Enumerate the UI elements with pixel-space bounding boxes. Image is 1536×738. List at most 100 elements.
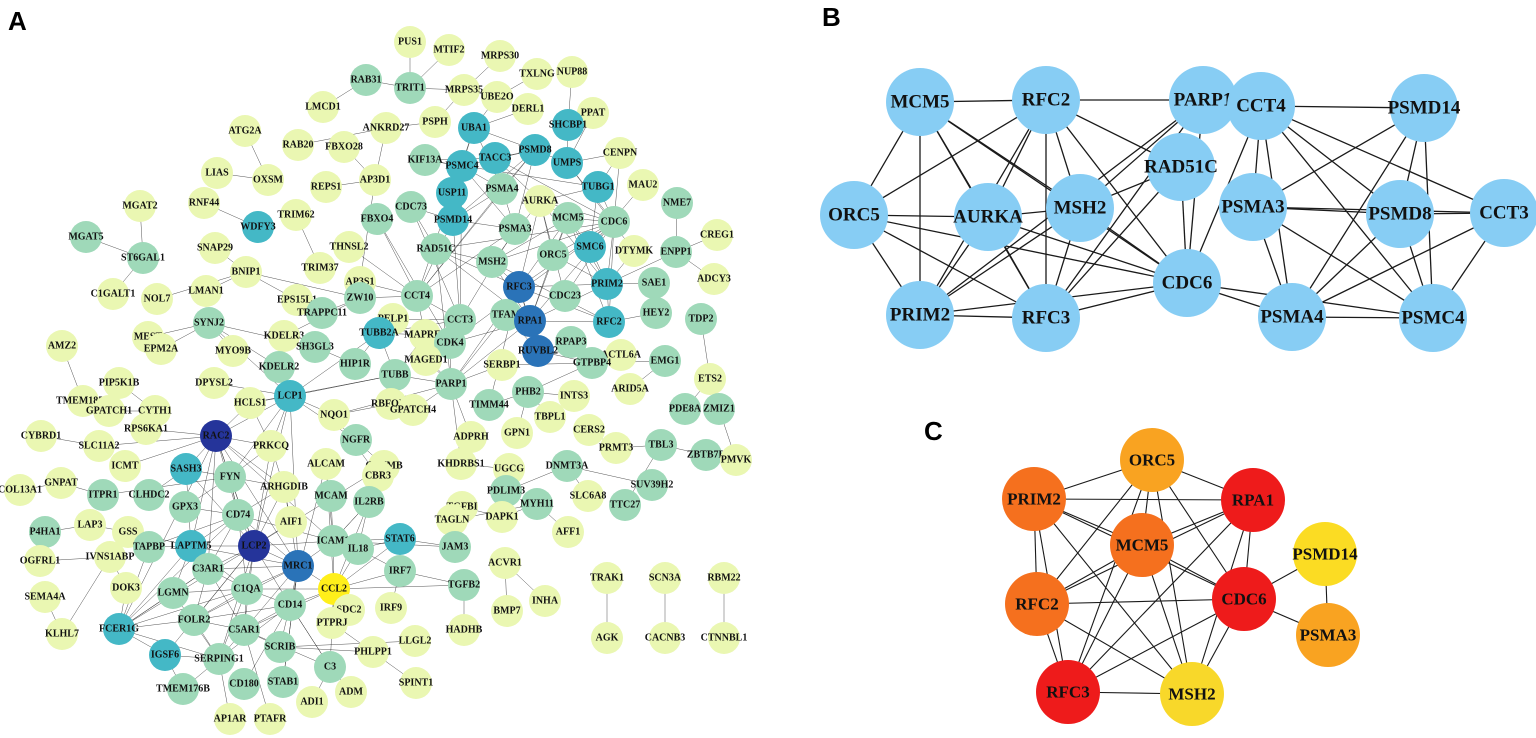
node-pdlim3[interactable]: PDLIM3: [487, 475, 525, 507]
node-ints3[interactable]: INTS3: [558, 380, 590, 412]
node-mcm5[interactable]: MCM5: [552, 202, 584, 234]
node-folr2[interactable]: FOLR2: [178, 604, 211, 636]
node-mgat2[interactable]: MGAT2: [122, 190, 158, 222]
node-ap1ar[interactable]: AP1AR: [214, 703, 248, 735]
node-zbtb7b[interactable]: ZBTB7B: [687, 439, 726, 471]
node-p4ha1[interactable]: P4HA1: [29, 516, 61, 548]
node-trim62[interactable]: TRIM62: [277, 199, 315, 231]
node-psmc4[interactable]: PSMC4: [1399, 284, 1467, 352]
node-adcy3[interactable]: ADCY3: [697, 263, 731, 295]
node-psma4[interactable]: PSMA4: [485, 173, 519, 205]
node-mcam[interactable]: MCAM: [314, 480, 348, 512]
node-dpysl2[interactable]: DPYSL2: [195, 367, 233, 399]
node-psmd8[interactable]: PSMD8: [1366, 180, 1434, 248]
node-mcm5[interactable]: MCM5: [1110, 513, 1174, 577]
node-sae1[interactable]: SAE1: [638, 267, 670, 299]
node-tagln[interactable]: TAGLN: [435, 504, 471, 536]
node-rab31[interactable]: RAB31: [350, 64, 382, 96]
node-trim37[interactable]: TRIM37: [301, 252, 339, 284]
node-orc5[interactable]: ORC5: [820, 181, 888, 249]
node-tbl3[interactable]: TBL3: [645, 429, 677, 461]
node-rfc3[interactable]: RFC3: [503, 271, 535, 303]
node-nme7[interactable]: NME7: [661, 187, 693, 219]
node-col13a1[interactable]: COL13A1: [0, 474, 42, 506]
node-psma3[interactable]: PSMA3: [1296, 603, 1360, 667]
node-slc11a2[interactable]: SLC11A2: [78, 430, 120, 462]
node-pde8a[interactable]: PDE8A: [669, 393, 702, 425]
node-txlng[interactable]: TXLNG: [519, 58, 555, 90]
node-agk[interactable]: AGK: [591, 622, 623, 654]
node-rpa1[interactable]: RPA1: [1221, 468, 1285, 532]
node-dnmt3a[interactable]: DNMT3A: [546, 450, 590, 482]
node-tmem185b[interactable]: TMEM185B: [56, 385, 110, 417]
node-enpp1[interactable]: ENPP1: [660, 236, 692, 268]
node-gtpbp4[interactable]: GTPBP4: [573, 347, 611, 379]
node-psmd14[interactable]: PSMD14: [1292, 522, 1358, 586]
node-prmt3[interactable]: PRMT3: [599, 432, 633, 464]
node-rfc2[interactable]: RFC2: [1012, 66, 1080, 134]
node-rpap3[interactable]: RPAP3: [555, 326, 587, 358]
node-irf9[interactable]: IRF9: [375, 592, 407, 624]
node-ttc27[interactable]: TTC27: [609, 489, 641, 521]
node-trit1[interactable]: TRIT1: [394, 72, 426, 104]
node-kdelr2[interactable]: KDELR2: [259, 351, 300, 383]
node-gpatch1[interactable]: GPATCH1: [86, 395, 132, 427]
node-cdc6[interactable]: CDC6: [1212, 567, 1276, 631]
node-zmiz1[interactable]: ZMIZ1: [703, 393, 735, 425]
node-klhl7[interactable]: KLHL7: [45, 618, 79, 650]
node-cdc6[interactable]: CDC6: [598, 206, 630, 238]
node-serbp1[interactable]: SERBP1: [483, 349, 521, 381]
node-lcp1[interactable]: LCP1: [274, 380, 306, 412]
node-aif1[interactable]: AIF1: [275, 506, 307, 538]
node-icmt[interactable]: ICMT: [109, 450, 141, 482]
node-cbr3[interactable]: CBR3: [362, 460, 394, 492]
node-myo9b[interactable]: MYO9B: [215, 335, 251, 367]
node-arhgdib[interactable]: ARHGDIB: [260, 471, 308, 503]
node-hip1r[interactable]: HIP1R: [339, 348, 371, 380]
node-nol7[interactable]: NOL7: [141, 283, 173, 315]
node-rab20[interactable]: RAB20: [282, 129, 314, 161]
node-mgat5[interactable]: MGAT5: [68, 221, 104, 253]
node-fyn[interactable]: FYN: [214, 461, 246, 493]
node-lman1[interactable]: LMAN1: [188, 275, 224, 307]
node-cdc23[interactable]: CDC23: [549, 280, 581, 312]
node-rfc3[interactable]: RFC3: [1036, 660, 1100, 724]
node-aurka[interactable]: AURKA: [953, 183, 1023, 251]
node-eps15l1[interactable]: EPS15L1: [277, 284, 317, 316]
node-cdk4[interactable]: CDK4: [434, 327, 466, 359]
node-creg1[interactable]: CREG1: [700, 219, 734, 251]
node-cct4[interactable]: CCT4: [401, 280, 433, 312]
node-tmem176b[interactable]: TMEM176B: [156, 673, 210, 705]
node-kif13a[interactable]: KIF13A: [408, 144, 444, 176]
node-trappc11[interactable]: TRAPPC11: [297, 297, 347, 329]
node-parp1[interactable]: PARP1: [435, 368, 467, 400]
node-ptafr[interactable]: PTAFR: [254, 703, 287, 735]
node-serping1[interactable]: SERPING1: [194, 643, 244, 675]
node-rbm22[interactable]: RBM22: [707, 562, 741, 594]
node-prkcq[interactable]: PRKCQ: [253, 430, 289, 462]
node-wdfy3[interactable]: WDFY3: [240, 211, 276, 243]
node-fcer1g[interactable]: FCER1G: [99, 613, 139, 645]
node-suv39h2[interactable]: SUV39H2: [631, 469, 674, 501]
node-spint1[interactable]: SPINT1: [399, 667, 433, 699]
node-hadhb[interactable]: HADHB: [446, 614, 483, 646]
node-cybrd1[interactable]: CYBRD1: [21, 420, 62, 452]
node-ppat[interactable]: PPAT: [577, 97, 609, 129]
node-ube2o[interactable]: UBE2O: [480, 81, 514, 113]
node-prim2[interactable]: PRIM2: [591, 268, 623, 300]
node-umps[interactable]: UMPS: [551, 147, 583, 179]
node-bnip1[interactable]: BNIP1: [230, 256, 262, 288]
node-lgmn[interactable]: LGMN: [157, 577, 189, 609]
node-tubg1[interactable]: TUBG1: [581, 171, 615, 203]
node-fbxo4[interactable]: FBXO4: [361, 203, 394, 235]
node-thnsl2[interactable]: THNSL2: [330, 231, 369, 263]
node-parp1[interactable]: PARP1: [1169, 66, 1237, 134]
node-sash3[interactable]: SASH3: [170, 453, 202, 485]
node-atg2a[interactable]: ATG2A: [228, 115, 262, 147]
node-lias[interactable]: LIAS: [201, 157, 233, 189]
node-gnpat[interactable]: GNPAT: [44, 467, 78, 499]
node-tubb2a[interactable]: TUBB2A: [359, 317, 400, 349]
node-trak1[interactable]: TRAK1: [590, 562, 624, 594]
node-zw10[interactable]: ZW10: [344, 282, 376, 314]
node-ptprj[interactable]: PTPRJ: [316, 607, 348, 639]
